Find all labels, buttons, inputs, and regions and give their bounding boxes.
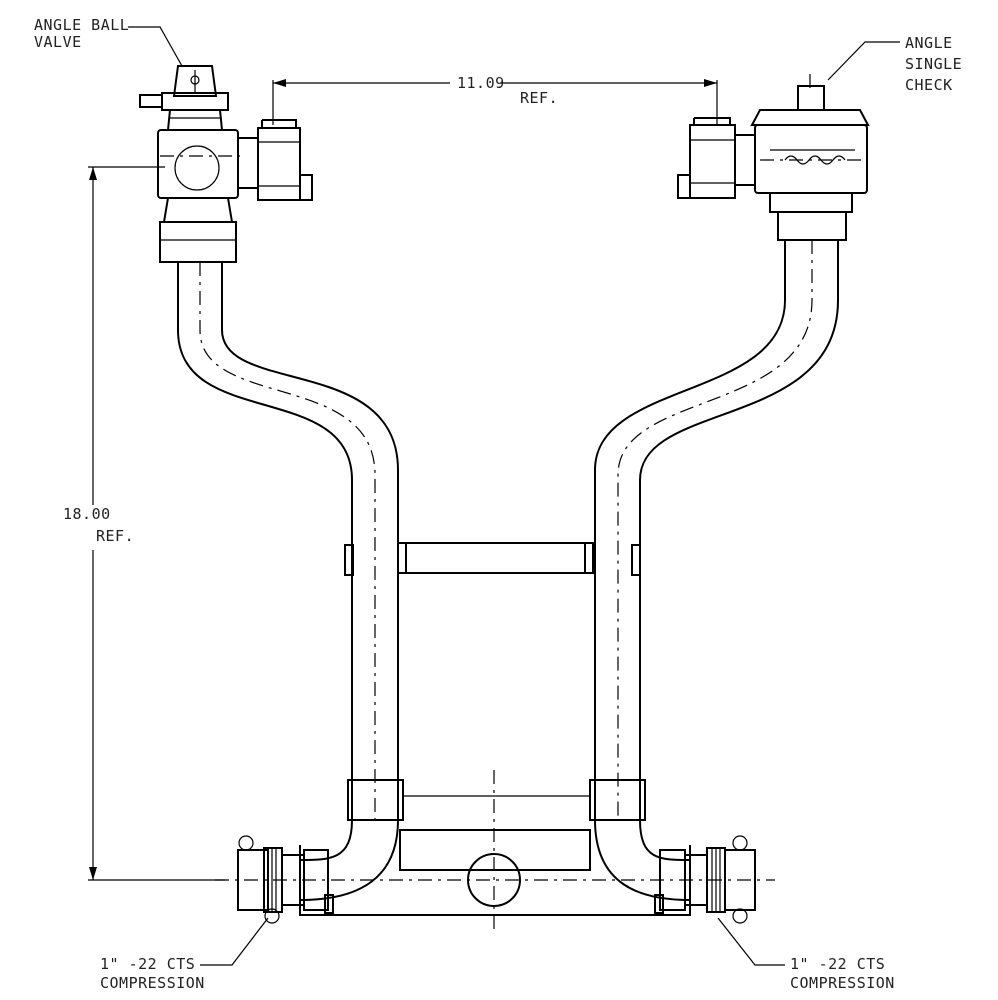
angle-ball-valve-line-2: VALVE bbox=[34, 33, 82, 51]
angle-single-check bbox=[677, 74, 870, 241]
lower-sleeves bbox=[347, 779, 646, 821]
right-compression-line-2: COMPRESSION bbox=[790, 974, 895, 992]
angle-single-check-line-1: ANGLE bbox=[905, 34, 953, 52]
angle-single-check-line-2: SINGLE bbox=[905, 55, 963, 73]
cross-brace bbox=[344, 542, 641, 576]
angle-single-check-line-3: CHECK bbox=[905, 76, 953, 94]
right-compression-fitting bbox=[659, 835, 756, 924]
width-dimension-ref: REF. bbox=[520, 89, 559, 107]
angle-ball-valve-line-1: ANGLE BALL bbox=[34, 16, 130, 34]
right-compression-label: 1" -22 CTS COMPRESSION bbox=[790, 955, 895, 993]
angle-ball-valve bbox=[139, 65, 313, 263]
left-pipe bbox=[177, 262, 399, 820]
leader-lines bbox=[128, 26, 900, 966]
left-compression-line-2: COMPRESSION bbox=[100, 974, 205, 992]
angle-single-check-label: ANGLE SINGLE CHECK bbox=[905, 33, 962, 96]
left-compression-label: 1" -22 CTS COMPRESSION bbox=[100, 955, 205, 993]
bottom-manifold bbox=[215, 770, 775, 930]
width-dimension-value: 11.09 bbox=[457, 74, 505, 92]
left-compression-fitting bbox=[237, 835, 329, 924]
height-dimension bbox=[88, 166, 225, 881]
left-compression-line-1: 1" -22 CTS bbox=[100, 955, 196, 973]
height-dimension-ref: REF. bbox=[96, 527, 135, 545]
angle-ball-valve-label: ANGLE BALL VALVE bbox=[34, 17, 129, 51]
right-pipe bbox=[594, 240, 839, 820]
height-dimension-value: 18.00 bbox=[63, 505, 111, 523]
right-compression-line-1: 1" -22 CTS bbox=[790, 955, 886, 973]
